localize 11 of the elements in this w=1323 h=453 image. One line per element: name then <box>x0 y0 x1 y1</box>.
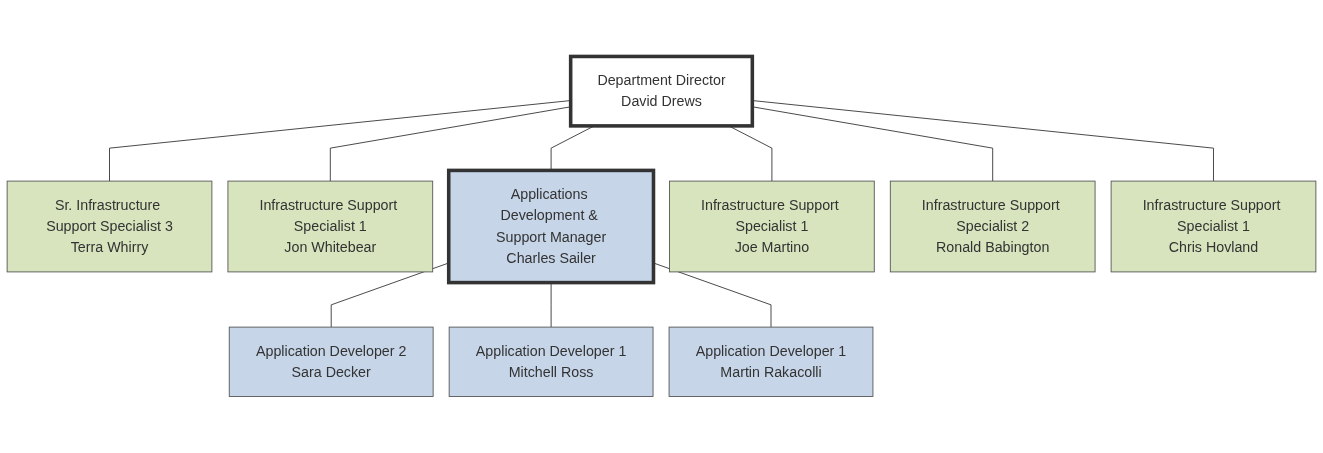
connector <box>550 282 552 328</box>
node-box: Application Developer 1 Mitchell Ross <box>448 326 654 397</box>
node-box: Infrastructure Support Specialist 1 Joe Martino <box>669 180 875 273</box>
node-box: Infrastructure Support Specialist 1 Chris Hovland <box>1110 180 1317 273</box>
node-box: Application Developer 2 Sara Decker <box>228 326 434 397</box>
node-box: Infrastructure Support Specialist 2 Ronald Babington <box>889 180 1096 273</box>
node-box: Application Developer 1 Martin Rakacolli <box>668 326 874 397</box>
node-box: Infrastructure Support Specialist 1 Jon Whitebear <box>227 180 434 273</box>
node-box: Department Director David Drews <box>568 54 755 128</box>
node-box: Applications Development & Support Manager Charles Sailer <box>446 168 656 285</box>
node-box: Sr. Infrastructure Support Specialist 3 Terra Whirry <box>6 180 213 273</box>
